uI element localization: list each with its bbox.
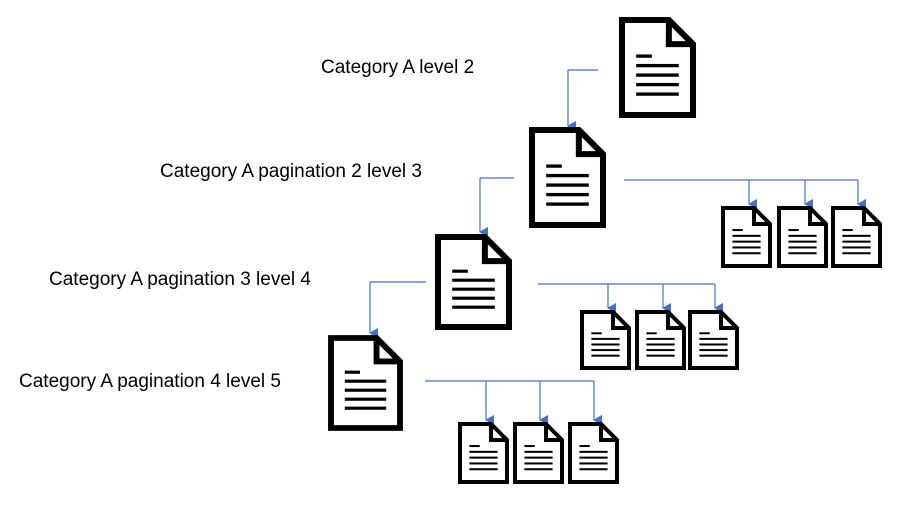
child-page-icon-level4-1: [580, 310, 631, 370]
label-level-5: Category A pagination 4 level 5: [19, 371, 281, 392]
child-page-icon-level5-2: [513, 422, 564, 484]
child-page-icon-level3-2: [777, 206, 828, 268]
page-icon-level2: [618, 16, 697, 119]
child-page-icon-level4-2: [635, 310, 686, 370]
child-page-icon-level3-3: [831, 206, 882, 268]
page-icon-level5: [328, 335, 403, 431]
label-level-4: Category A pagination 3 level 4: [49, 269, 311, 290]
child-page-icon-level4-3: [688, 310, 739, 370]
child-page-icon-level5-3: [568, 422, 619, 484]
label-level-2: Category A level 2: [321, 57, 475, 78]
document-icons: [328, 16, 882, 484]
connectors: [369, 69, 866, 425]
page-icon-level3: [528, 126, 607, 229]
child-page-icon-level3-1: [721, 206, 772, 268]
page-icon-level4: [434, 233, 513, 331]
label-level-3: Category A pagination 2 level 3: [160, 161, 422, 182]
child-page-icon-level5-1: [458, 422, 509, 484]
